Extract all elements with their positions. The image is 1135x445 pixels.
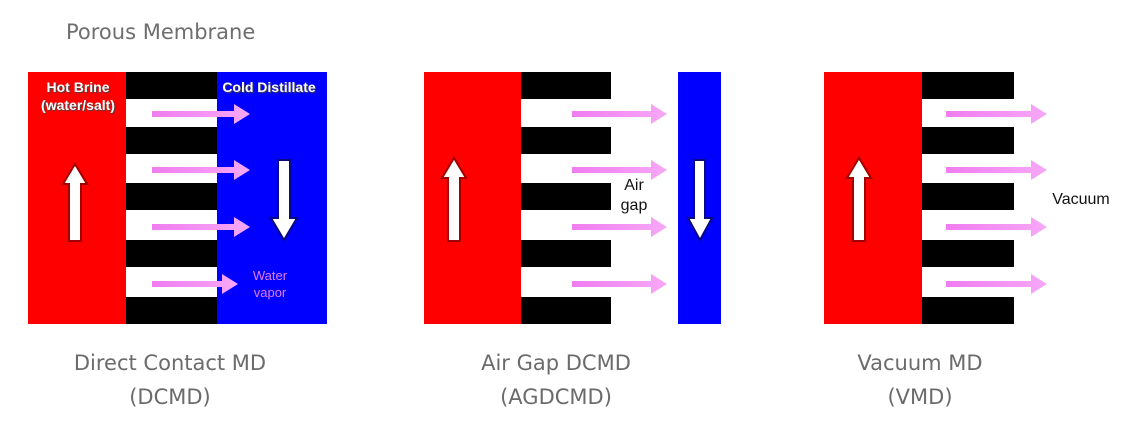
vapor-arrow-icon (572, 104, 667, 294)
membrane-bar (922, 297, 1014, 324)
caption-vmd: Vacuum MD (VMD) (857, 351, 983, 409)
up-arrow-icon (61, 162, 89, 242)
caption-agdcmd: Air Gap DCMD (AGDCMD) (481, 351, 631, 409)
membrane-bar (126, 240, 217, 267)
vapor-arrow-icon (152, 104, 250, 294)
caption-dcmd: Direct Contact MD (DCMD) (73, 351, 267, 409)
membrane-bar (922, 183, 1014, 210)
down-arrow-icon (686, 159, 714, 243)
hot-brine-label: Hot Brine (water/salt) (41, 79, 115, 113)
membrane-bar (922, 240, 1014, 267)
membrane-bar (126, 72, 217, 99)
hot-brine-block (824, 72, 922, 324)
membrane-bar (521, 240, 611, 267)
membrane-bar (521, 297, 611, 324)
air-gap-label: Air gap (612, 176, 656, 216)
vacuum-label: Vacuum (1052, 191, 1110, 208)
up-arrow-icon (845, 156, 873, 242)
membrane-bar (521, 127, 611, 154)
membrane-bar (521, 183, 611, 210)
membrane-bar (922, 127, 1014, 154)
vapor-arrow-icon (946, 104, 1047, 294)
membrane-bar (521, 72, 611, 99)
hot-brine-block (424, 72, 521, 324)
membrane-bar (126, 183, 217, 210)
down-arrow-icon (269, 159, 299, 242)
up-arrow-icon (440, 156, 468, 242)
membrane-bar (922, 72, 1014, 99)
membrane-bar (126, 127, 217, 154)
diagram-title: Porous Membrane (66, 20, 256, 44)
water-vapor-label: Water vapor (252, 268, 288, 300)
membrane-bar (126, 297, 217, 324)
cold-distillate-label: Cold Distillate (222, 79, 316, 95)
